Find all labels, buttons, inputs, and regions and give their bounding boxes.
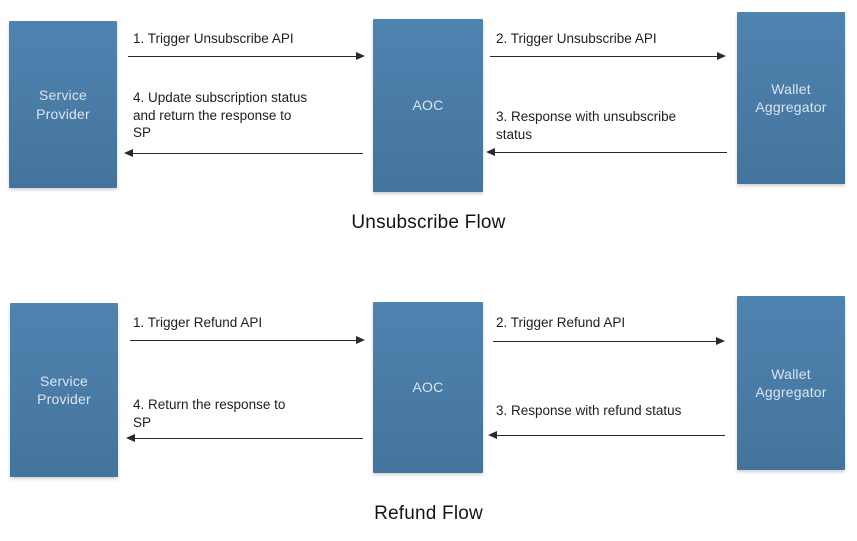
message-label-step3: 3. Response with refund status: [496, 403, 682, 418]
message-label-step4: 4. Update subscription status and return…: [133, 90, 308, 141]
actor-label-aoc: AOC: [412, 379, 444, 396]
message-label-step3: 3. Response with unsubscribe status: [496, 109, 677, 142]
arrow-step2-aoc-to-wa: [493, 337, 725, 345]
actor-box-service-provider: Service Provider: [10, 303, 118, 477]
flow-title-unsubscribe: Unsubscribe Flow: [351, 212, 506, 233]
actor-box-wallet-aggregator: Wallet Aggregator: [737, 12, 845, 184]
arrow-step1-sp-to-aoc: [128, 52, 365, 60]
actor-box-aoc: AOC: [373, 302, 483, 473]
arrow-step2-aoc-to-wa: [490, 52, 726, 60]
actor-label-service-provider: Service Provider: [36, 87, 90, 122]
message-label-step4: 4. Return the response to SP: [133, 397, 286, 430]
arrow-step3-wa-to-aoc: [488, 431, 725, 439]
message-label-step1: 1. Trigger Unsubscribe API: [133, 31, 294, 46]
arrow-step3-wa-to-aoc: [486, 148, 727, 156]
actor-box-aoc: AOC: [373, 19, 483, 192]
message-label-step2: 2. Trigger Refund API: [496, 315, 626, 330]
flow-title-refund: Refund Flow: [374, 503, 483, 524]
message-label-step2: 2. Trigger Unsubscribe API: [496, 31, 657, 46]
arrow-step4-aoc-to-sp: [124, 149, 363, 157]
message-label-step1: 1. Trigger Refund API: [133, 315, 263, 330]
actor-label-service-provider: Service Provider: [37, 372, 91, 407]
actor-label-wallet-aggregator: Wallet Aggregator: [755, 365, 827, 400]
actor-label-wallet-aggregator: Wallet Aggregator: [755, 80, 827, 115]
actor-label-aoc: AOC: [412, 97, 444, 114]
actor-box-wallet-aggregator: Wallet Aggregator: [737, 296, 845, 470]
arrow-step1-sp-to-aoc: [130, 336, 365, 344]
arrow-step4-aoc-to-sp: [126, 434, 363, 442]
actor-box-service-provider: Service Provider: [9, 21, 117, 188]
